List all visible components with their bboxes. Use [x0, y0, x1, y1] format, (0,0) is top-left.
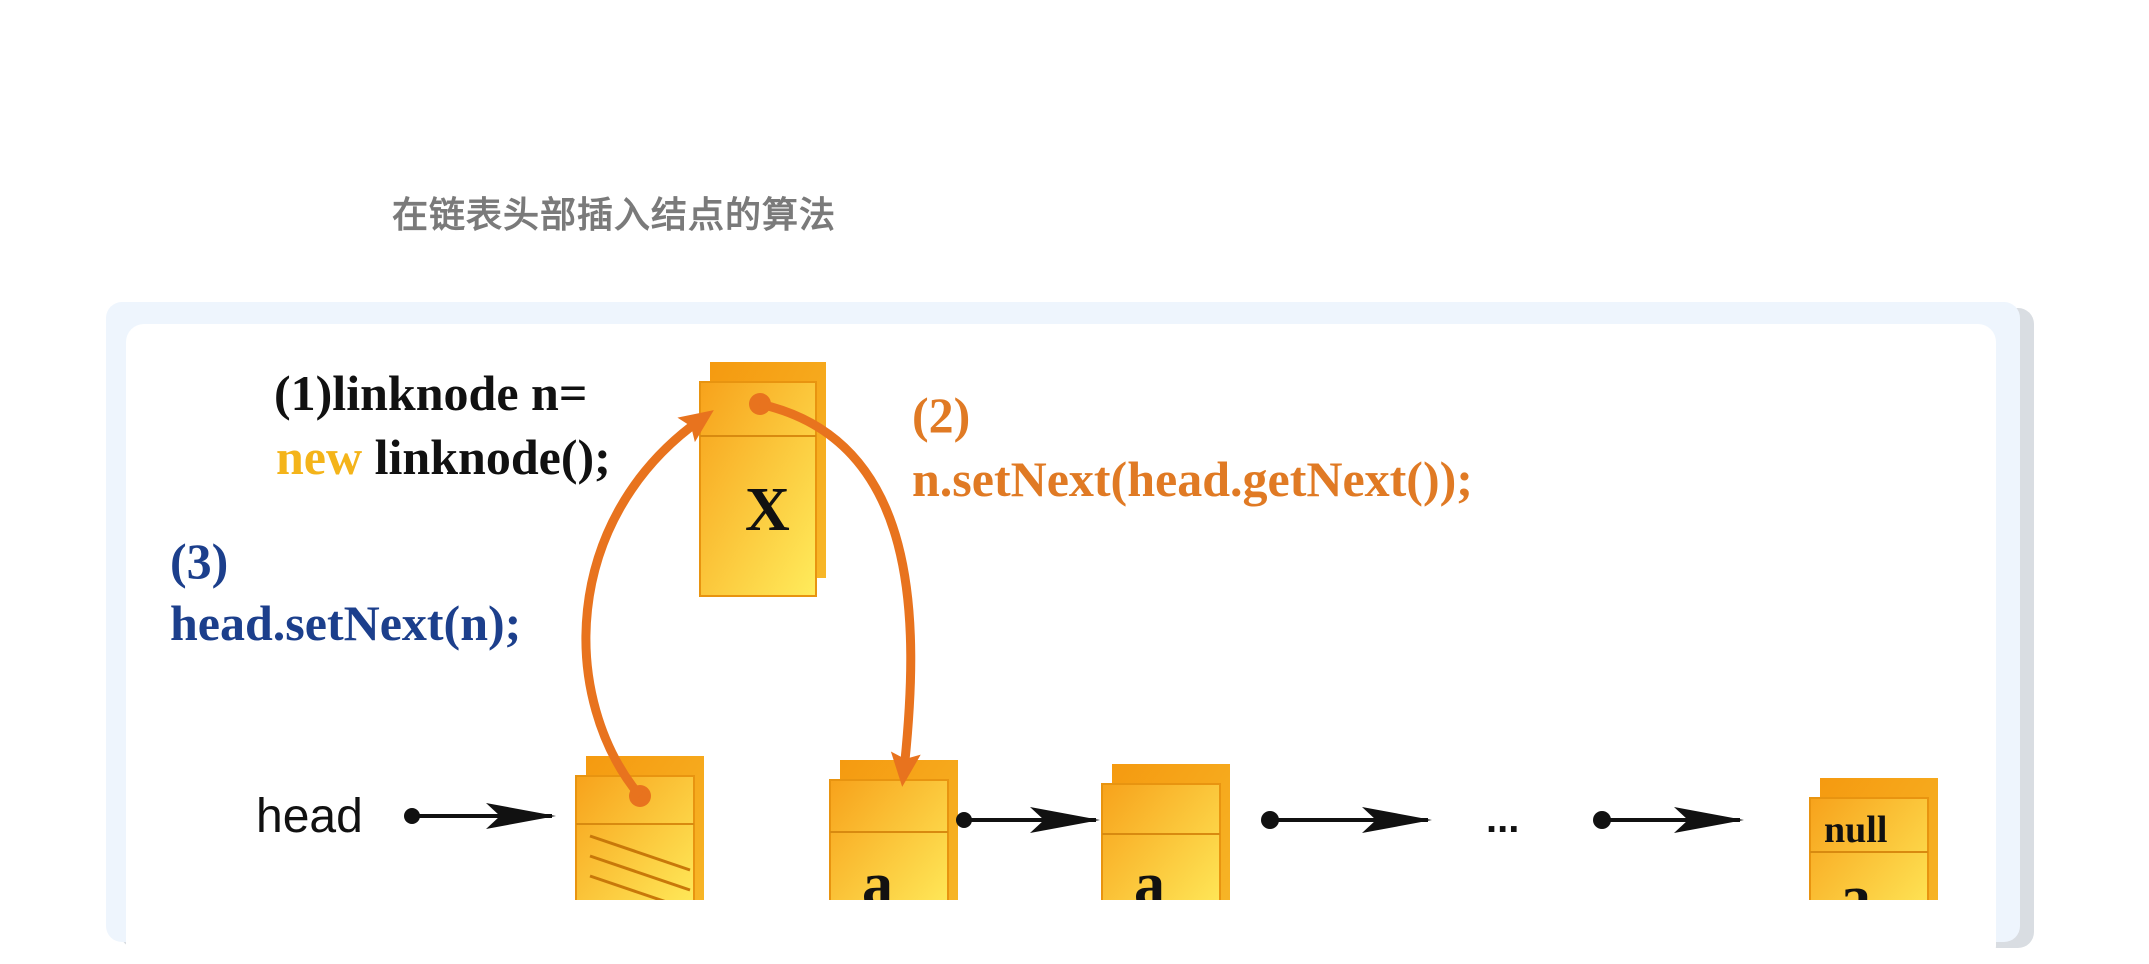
node-a1-label: a	[862, 851, 893, 900]
step1-line1: (1)linknode n=	[274, 365, 587, 421]
new-to-a1-arrow	[759, 399, 921, 787]
tail-node: null a	[1809, 778, 1938, 900]
step2-number: (2)	[912, 387, 970, 443]
head-to-new-arrow	[581, 410, 714, 799]
node-a2-label: a	[1134, 851, 1165, 900]
linked-list-diagram: (1)linknode n= new linknode(); (2) n.set…	[170, 362, 1938, 900]
tail-node-label: a	[1840, 864, 1871, 900]
list-node-a2: a	[1101, 764, 1230, 900]
step1-line2: new linknode();	[276, 429, 611, 485]
diagram-caption: 在链表头部插入结点的算法	[392, 195, 837, 236]
keyword-new: new	[276, 429, 362, 485]
list-node-a1: a	[829, 760, 958, 900]
step3-number: (3)	[170, 533, 228, 589]
step2-code: n.setNext(head.getNext());	[912, 451, 1473, 507]
head-label: head	[256, 790, 363, 843]
head-node	[575, 756, 704, 900]
step1-line2-rest: linknode();	[362, 429, 611, 485]
diagram-frame-inner	[126, 324, 1996, 964]
step3-code: head.setNext(n);	[170, 595, 521, 651]
ellipsis: ...	[1486, 797, 1519, 841]
tail-null-label: null	[1824, 809, 1887, 851]
new-node-label: X	[745, 476, 790, 544]
